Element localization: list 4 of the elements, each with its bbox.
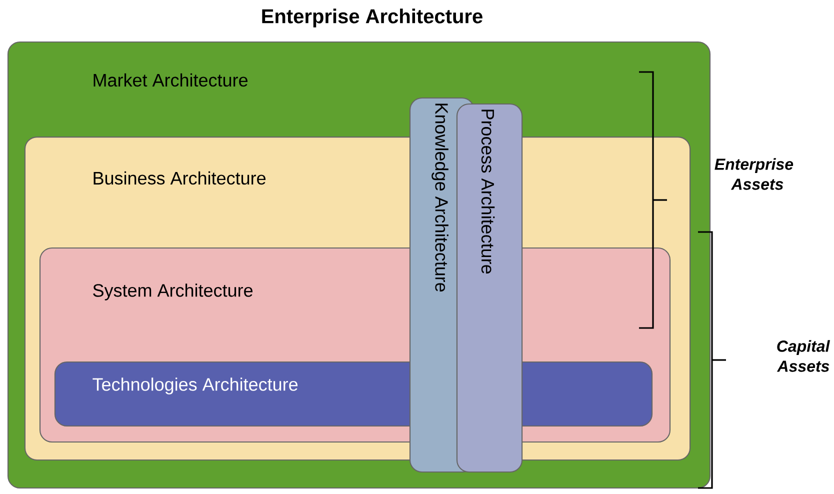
bracket-label: Capital Assets: [776, 340, 830, 372]
vertical-band: Process Architecture: [456, 103, 523, 473]
bracket-label: Enterprise Assets: [714, 158, 794, 190]
title: Enterprise Architecture: [262, 8, 482, 28]
